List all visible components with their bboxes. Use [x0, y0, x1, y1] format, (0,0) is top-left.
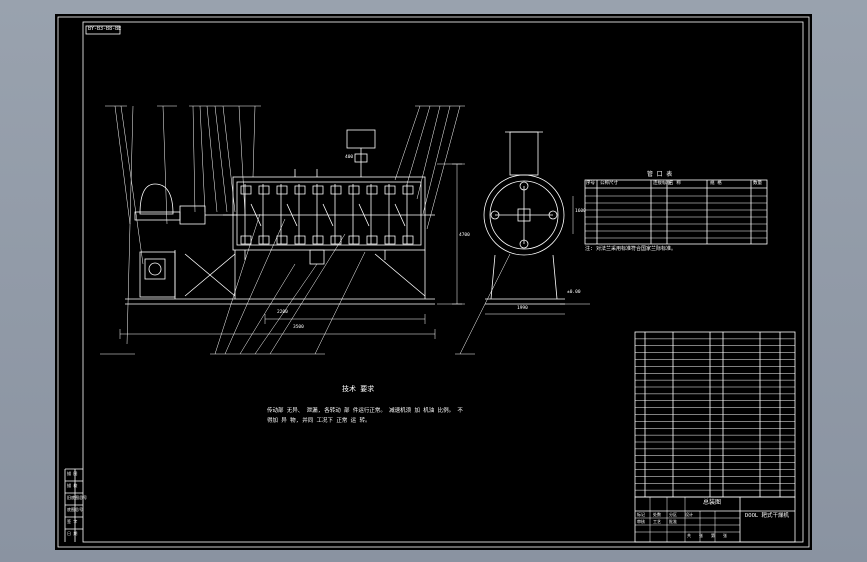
- left-strip-label: 底图总号: [67, 507, 83, 512]
- leader-lines-main: [100, 105, 465, 355]
- left-strip-label: 签 字: [67, 519, 78, 524]
- title-block-label: 分区: [669, 512, 677, 517]
- dryer-side-view: [125, 129, 435, 305]
- nozzle-header-5: 数量: [753, 181, 762, 186]
- nozzle-note: 注: 对法兰采用标准符合国家兰际标准。: [585, 246, 677, 252]
- parts-list-rows: [635, 338, 795, 491]
- dim-4700: 4700: [459, 233, 470, 238]
- title-block: [634, 496, 796, 543]
- notes-title: 技术 要求: [342, 385, 375, 393]
- left-strip-label: 旧底图总号: [67, 495, 87, 500]
- inner-frame: [82, 21, 804, 543]
- dim-2200: 2200: [277, 310, 288, 315]
- left-strip-label: 描 图: [67, 471, 78, 476]
- nozzle-header-0: 序号: [586, 181, 595, 186]
- title-block-label: 标记: [637, 512, 645, 517]
- outer-frame: [57, 16, 810, 548]
- nozzle-table-title: 管 口 表: [647, 171, 673, 178]
- paddle-array: [240, 184, 414, 245]
- title-block-sheet-label: 共: [687, 533, 691, 538]
- elevation-mark: ±0.00: [567, 290, 581, 295]
- notes-line-1: 传动部 无异、 泄漏, 各转动 部 件运行正常。 减速机须 加 机油 比例。 不: [267, 408, 463, 414]
- title-block-label: 设计: [685, 512, 693, 517]
- stamp-box: [85, 25, 121, 35]
- title-block-sheet-label: 张: [699, 533, 703, 538]
- title-block-label: 批准: [669, 519, 677, 524]
- nozzle-header-1: 公称尺寸: [600, 181, 618, 186]
- dimensions-main: [119, 163, 465, 339]
- left-strip-label: 描 校: [67, 483, 78, 488]
- stamp-text: BY-B3-B8-BE: [88, 26, 122, 32]
- nozzle-header-3: 名 称: [669, 181, 681, 186]
- drawing-canvas: [57, 16, 810, 548]
- product-name: DOOL 耙式干燥机: [745, 513, 790, 519]
- dryer-end-view: [455, 131, 590, 355]
- dryer-shell: [232, 176, 426, 251]
- dim-1600: 1600: [575, 209, 586, 214]
- dim-400: 400: [345, 155, 354, 160]
- title-block-label: 工艺: [653, 519, 661, 524]
- title-block-label: 审核: [637, 519, 645, 524]
- title-block-label: 处数: [653, 512, 661, 517]
- drawing-name: 总装图: [703, 499, 722, 506]
- nozzle-header-2: 连接标准: [653, 181, 671, 186]
- title-block-sheet-label: 第: [711, 533, 715, 538]
- title-block-sheet-label: 张: [723, 533, 727, 538]
- left-strip-label: 日 期: [67, 531, 78, 536]
- notes-line-2: 得加 异 物, 并同 工况下 正常 运 转。: [267, 418, 371, 424]
- nozzle-table: [584, 179, 768, 245]
- left-strip: [64, 468, 83, 542]
- dim-3500: 3500: [293, 325, 304, 330]
- dim-1990: 1990: [517, 306, 528, 311]
- drawing-sheet: BY-B3-B8-BE 技术 要求 传动部 无异、 泄漏, 各转动 部 件运行正…: [55, 14, 812, 550]
- nozzle-header-4: 规 格: [710, 181, 722, 186]
